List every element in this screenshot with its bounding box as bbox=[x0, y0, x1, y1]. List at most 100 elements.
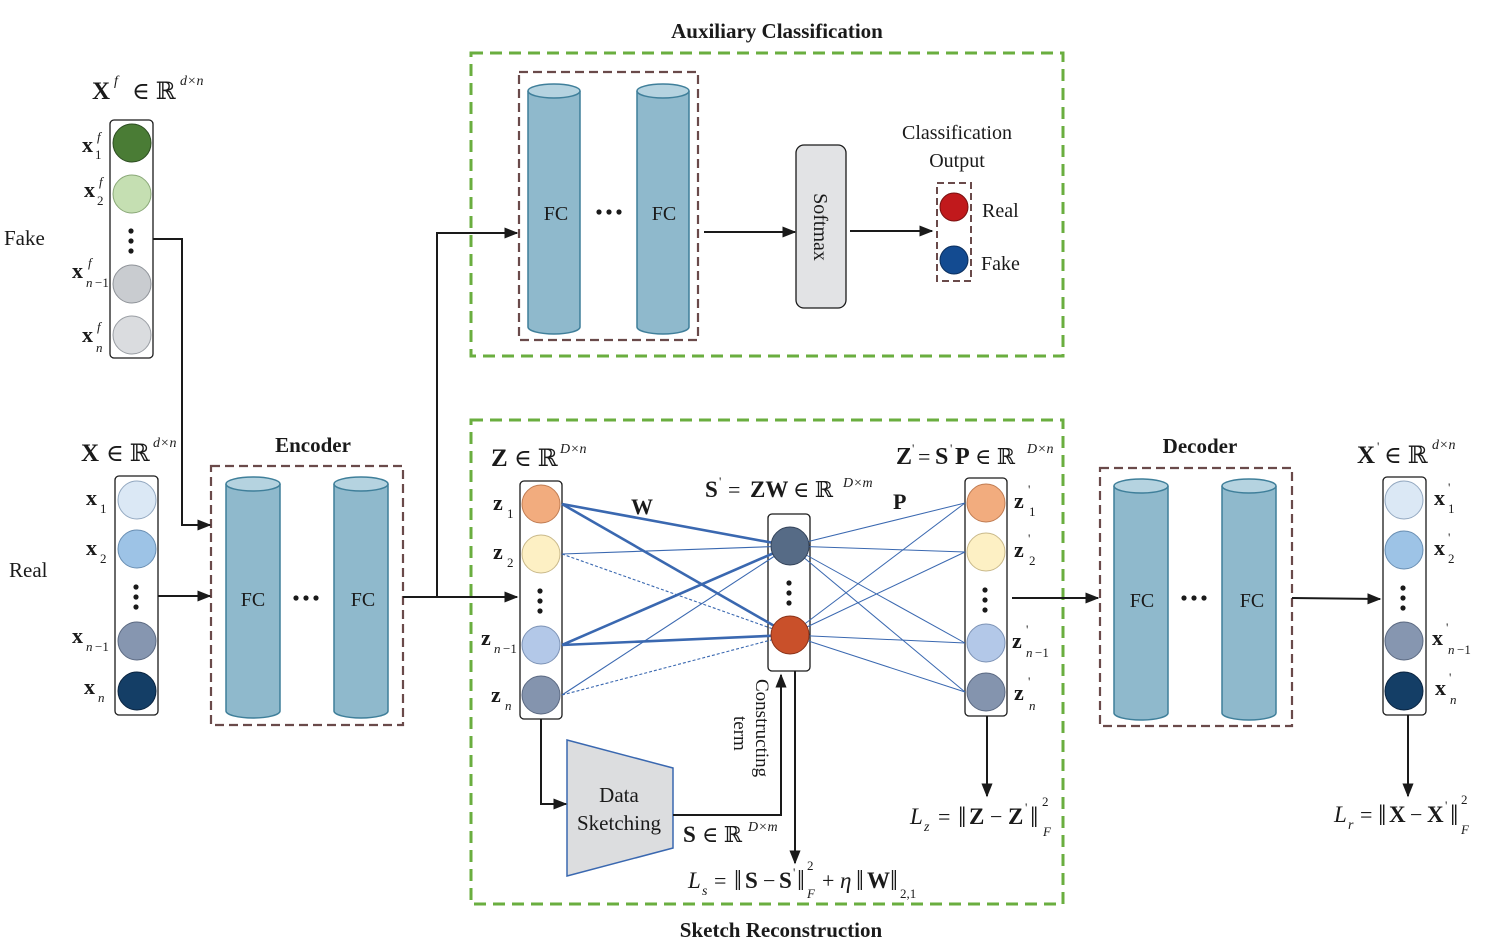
vertical-ellipsis bbox=[133, 584, 139, 610]
svg-text:n: n bbox=[96, 340, 103, 355]
decoder-title: Decoder bbox=[1163, 434, 1238, 458]
svg-text:‖: ‖ bbox=[1450, 799, 1458, 832]
svg-text:2,1: 2,1 bbox=[900, 886, 916, 901]
svg-text:': ' bbox=[1025, 800, 1027, 815]
svg-text:2: 2 bbox=[1029, 553, 1036, 568]
svg-text:n: n bbox=[86, 275, 93, 290]
fake-node bbox=[112, 174, 152, 214]
svg-text:‖: ‖ bbox=[1378, 799, 1386, 832]
svg-text:Z: Z bbox=[1008, 804, 1023, 829]
z-prime-node bbox=[966, 623, 1006, 663]
svg-text:L: L bbox=[909, 804, 923, 829]
svg-text:n: n bbox=[86, 639, 93, 654]
classification-output-box bbox=[936, 182, 972, 282]
svg-text:': ' bbox=[950, 441, 952, 456]
svg-text:': ' bbox=[1445, 798, 1447, 813]
vertical-ellipsis bbox=[786, 580, 792, 606]
svg-text:2: 2 bbox=[1042, 794, 1049, 809]
svg-text:‖: ‖ bbox=[1030, 801, 1038, 834]
svg-text:z: z bbox=[493, 490, 503, 515]
z-prime-node bbox=[966, 532, 1006, 572]
svg-text:f: f bbox=[88, 255, 94, 270]
svg-text:=: = bbox=[728, 477, 740, 502]
svg-text:x: x bbox=[82, 132, 93, 157]
svg-text:z: z bbox=[1014, 488, 1024, 513]
svg-text:∈ ℝ: ∈ ℝ bbox=[702, 822, 743, 847]
svg-text:x: x bbox=[84, 177, 95, 202]
svg-text:L: L bbox=[687, 868, 701, 893]
w-connections bbox=[561, 502, 791, 696]
svg-text:∈ ℝ: ∈ ℝ bbox=[106, 441, 151, 467]
fc-cylinder-encoder-2 bbox=[333, 476, 389, 719]
s-prime-node bbox=[770, 615, 810, 655]
svg-text:': ' bbox=[1026, 622, 1028, 637]
classification-output-title: Classification bbox=[902, 122, 1012, 144]
horizontal-ellipsis bbox=[293, 595, 319, 601]
z-node bbox=[521, 675, 561, 715]
svg-text:z: z bbox=[923, 820, 930, 835]
sketch-reconstruction-title: Sketch Reconstruction bbox=[680, 918, 883, 942]
z-prime-formula: Z ' = S ' P ∈ ℝ D×n bbox=[896, 441, 1054, 470]
svg-text:r: r bbox=[1348, 818, 1354, 833]
svg-text:': ' bbox=[1028, 482, 1030, 497]
s-prime-node bbox=[770, 526, 810, 566]
svg-text:f: f bbox=[99, 174, 105, 189]
svg-text:−1: −1 bbox=[1457, 642, 1471, 657]
svg-text:': ' bbox=[719, 474, 721, 489]
output-node bbox=[1384, 671, 1424, 711]
svg-text:s: s bbox=[702, 884, 708, 899]
svg-text:W: W bbox=[867, 868, 890, 893]
svg-text:x: x bbox=[1434, 485, 1445, 510]
svg-text:z: z bbox=[481, 625, 491, 650]
svg-text:n: n bbox=[1450, 692, 1457, 707]
fc-cylinder-aux-2 bbox=[636, 83, 690, 335]
classification-output-title: Output bbox=[929, 150, 985, 172]
svg-text:1: 1 bbox=[1029, 504, 1036, 519]
z-prime-node-labels: z'1 z'2 z'n−1 z'n bbox=[1012, 482, 1049, 713]
z-node bbox=[521, 625, 561, 665]
svg-text:−1: −1 bbox=[503, 641, 517, 656]
svg-text:ZW: ZW bbox=[750, 477, 788, 502]
svg-text:η: η bbox=[840, 868, 851, 893]
fc-cylinder-aux-1 bbox=[527, 83, 581, 335]
class-fake-label: Fake bbox=[981, 253, 1020, 275]
svg-text:‖: ‖ bbox=[890, 866, 898, 897]
svg-text:F: F bbox=[1460, 822, 1470, 837]
svg-text:+: + bbox=[822, 868, 834, 893]
softmax-label: Softmax bbox=[809, 193, 831, 261]
svg-text:d×n: d×n bbox=[1432, 438, 1455, 453]
svg-text:x: x bbox=[72, 623, 83, 648]
svg-text:−1: −1 bbox=[95, 275, 109, 290]
svg-text:−1: −1 bbox=[1035, 645, 1049, 660]
svg-text:D×n: D×n bbox=[559, 442, 587, 457]
real-label: Real bbox=[9, 558, 48, 582]
svg-text:X: X bbox=[92, 78, 110, 105]
svg-text:=: = bbox=[938, 804, 950, 829]
loss-lz-formula: L z = ‖ Z − Z ' ‖ 2 F bbox=[909, 794, 1052, 839]
svg-text:x: x bbox=[84, 674, 95, 699]
svg-text:f: f bbox=[97, 319, 103, 334]
svg-text:D×n: D×n bbox=[1026, 442, 1054, 457]
fake-node bbox=[112, 264, 152, 304]
real-node bbox=[117, 621, 157, 661]
svg-text:∈ ℝ: ∈ ℝ bbox=[514, 446, 559, 472]
svg-text:': ' bbox=[1028, 674, 1030, 689]
svg-text:x: x bbox=[82, 322, 93, 347]
svg-text:‖: ‖ bbox=[797, 866, 805, 897]
fake-label: Fake bbox=[4, 226, 45, 250]
horizontal-ellipsis bbox=[1181, 595, 1207, 601]
fc-cylinder-decoder-2 bbox=[1221, 478, 1277, 721]
svg-text:D×m: D×m bbox=[747, 820, 778, 835]
svg-text:n: n bbox=[494, 641, 501, 656]
svg-text:1: 1 bbox=[100, 501, 107, 516]
svg-text:X: X bbox=[1427, 802, 1444, 827]
svg-text:f: f bbox=[114, 74, 120, 89]
fake-node bbox=[112, 123, 152, 163]
svg-text:d×n: d×n bbox=[153, 436, 176, 451]
svg-text:z: z bbox=[493, 539, 503, 564]
vertical-ellipsis bbox=[128, 228, 134, 254]
z-node bbox=[521, 484, 561, 524]
